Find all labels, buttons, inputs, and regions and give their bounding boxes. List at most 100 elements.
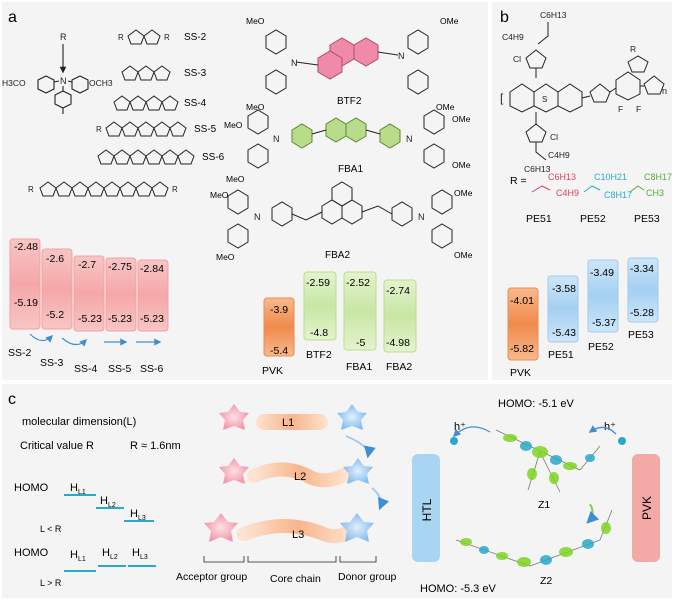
cl-top: Cl: [513, 54, 521, 64]
hole-right: [618, 437, 626, 445]
ss6-level-label: SS-6: [140, 363, 164, 375]
fba2-lumo: -2.74: [386, 285, 410, 297]
pe52-r-a: C10H21: [594, 172, 627, 182]
svg-text:N: N: [398, 51, 405, 61]
z2-label: Z2: [540, 575, 552, 587]
svg-text:N: N: [254, 212, 261, 222]
fba1-ome-br: OMe: [452, 160, 471, 170]
z2-orbital: [455, 509, 613, 567]
acceptor-star-3: [204, 513, 238, 542]
chain-l3-label: L3: [292, 529, 304, 541]
fba1-ome-bl: MeO: [226, 174, 245, 184]
sidechain-bottom-c6: C6H13: [524, 164, 551, 174]
ss3-homo: -5.2: [46, 309, 64, 321]
fba2-ome-tl: MeO: [210, 190, 229, 200]
ss-energy-levels: -2.48 -5.19 -2.6 -5.2 -2.7 -5.23 -2.75 -…: [8, 238, 169, 375]
homo-bottom-label: HOMO: -5.3 eV: [420, 583, 496, 595]
hl1b-sub: L1: [78, 556, 86, 563]
fba1-lumo: -2.52: [346, 277, 370, 289]
pvk-a-lumo: -3.9: [270, 304, 288, 316]
homo-diagram-bottom: HOMO H L1 H L2 H L3 L > R: [14, 547, 156, 588]
ss6-lumo: -2.84: [140, 263, 164, 275]
pvk-b-lumo: -4.01: [510, 295, 534, 307]
pvk-bar-label: PVK: [640, 496, 654, 520]
chain-r-label-ss2-right: R: [164, 33, 170, 42]
hl3b-h: H: [132, 547, 140, 559]
pe-energy-levels: -4.01 -5.82 -3.58 -5.43 -3.49 -5.37 -3.3…: [507, 257, 659, 379]
pe52-name: PE52: [580, 213, 606, 225]
ss3-level-label: SS-3: [40, 357, 64, 369]
ss5-homo: -5.23: [108, 313, 132, 325]
z1-label: Z1: [538, 499, 550, 511]
pe53-level-label: PE53: [628, 329, 654, 341]
ss5-level-label: SS-5: [108, 363, 132, 375]
pe51-homo: -5.43: [552, 327, 576, 339]
fba2-ome-bl: MeO: [216, 252, 235, 262]
pvk-level-box-b: [507, 287, 539, 361]
donor-star-2: [343, 458, 373, 484]
hl3-sub: L3: [138, 515, 146, 522]
pe51-r-b: C4H9: [556, 188, 579, 198]
pvk-b-label: PVK: [510, 367, 531, 379]
svg-text:[: [: [500, 91, 504, 105]
critical-value-text: Critical value R: [20, 440, 94, 452]
chain-schematic: L1 L2 L3: [203, 404, 390, 563]
l-gt-r: L > R: [40, 578, 62, 588]
htm-energy-levels: -3.9 -5.4 -2.59 -4.8 -2.52 -5 -2.74 -4.9…: [262, 271, 417, 377]
pe51-level-label: PE51: [548, 349, 574, 361]
chain-label-ss5: SS-5: [194, 124, 217, 135]
ss6-homo: -5.23: [140, 313, 164, 325]
hole-left: [450, 437, 458, 445]
fluorine-right: F: [636, 104, 641, 114]
pe53-r-a: C8H17: [644, 172, 672, 182]
hl1-h: H: [70, 482, 78, 494]
molecular-dimension-text: molecular dimension(L): [22, 416, 136, 428]
chain-r-label-bottom: R: [28, 185, 34, 194]
core-l2: [247, 462, 353, 488]
critical-value-r: R ≈ 1.6nm: [130, 440, 181, 452]
pe51-level-box: [547, 275, 579, 343]
svg-text:N: N: [273, 134, 280, 144]
chain-l2-label: L2: [294, 471, 306, 483]
ss5-lumo: -2.75: [108, 261, 132, 273]
r-group-list: C6H13 C4H9 C10H21 C8H17 C8H17 CH3 PE51 P…: [526, 172, 672, 225]
cl-bottom: Cl: [550, 132, 558, 142]
pvk-a-homo: -5.4: [270, 345, 288, 357]
svg-text:S: S: [542, 95, 547, 104]
core-l3: [237, 519, 359, 544]
fba2-homo: -4.98: [386, 337, 410, 349]
btf2-level-box: [303, 271, 337, 341]
chain-label-ss2: SS-2: [184, 32, 207, 43]
ss2-level-box: [9, 238, 41, 330]
pe53-level-box: [627, 257, 659, 323]
fba2-structure: N N: [227, 181, 453, 249]
htl-bar: [412, 454, 440, 562]
fba1-ome-tl: MeO: [224, 120, 243, 130]
polymer-structure: C6H13 C4H9 Cl S [ R F F n Cl C4H9 C6H13: [500, 10, 667, 174]
htl-label: HTL: [420, 498, 434, 521]
hplus-right: h⁺: [604, 421, 616, 433]
btf2-level-label: BTF2: [306, 349, 332, 361]
fba1-level-label: FBA1: [346, 361, 372, 373]
panel-label-c: c: [8, 391, 16, 408]
ss3-lumo: -2.6: [46, 253, 64, 265]
chain-r-label-ss5: R: [96, 125, 102, 134]
hl1b-h: H: [70, 549, 78, 561]
pe51-lumo: -3.58: [552, 283, 576, 295]
pe52-r-b: C8H17: [604, 190, 632, 200]
ss3-level-box: [41, 248, 73, 330]
fluorine-left: F: [618, 104, 623, 114]
fba1-ome-tr: OMe: [452, 114, 471, 124]
donor-group-label: Donor group: [338, 571, 397, 583]
chain-l1-label: L1: [282, 417, 294, 429]
btf2-lumo: -2.59: [306, 277, 330, 289]
pe51-r-a: C6H13: [548, 172, 576, 182]
chain-label-ss6: SS-6: [202, 152, 225, 163]
fba2-ome-br: OMe: [454, 250, 473, 260]
homo-top-label: HOMO: -5.1 eV: [498, 398, 574, 410]
homo-label-top: HOMO: [14, 482, 49, 494]
acceptor-star-1: [219, 404, 249, 430]
ss4-level-label: SS-4: [74, 363, 98, 375]
svg-text:N: N: [60, 76, 67, 86]
donor-sub-left: H3CO: [2, 78, 26, 88]
